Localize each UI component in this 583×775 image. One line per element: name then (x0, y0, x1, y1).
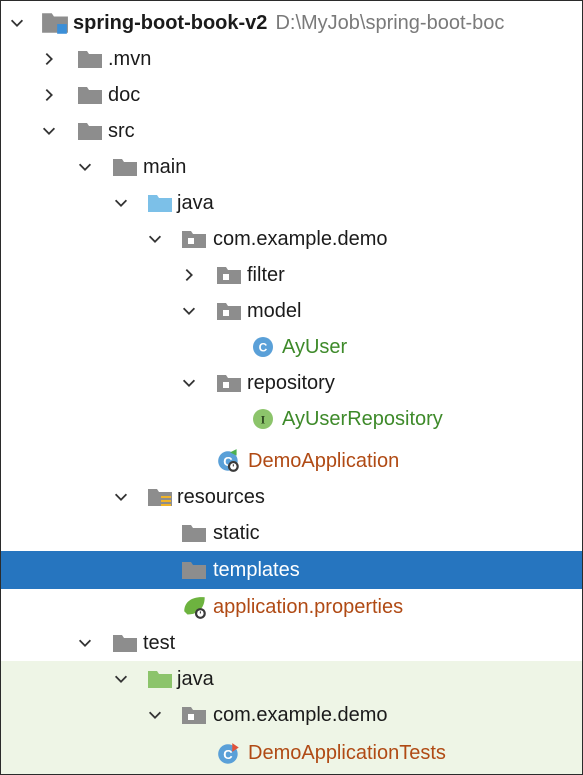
tree-row-ay-user[interactable]: C AyUser (1, 329, 582, 365)
tree-label-application-properties: application.properties (213, 595, 404, 618)
tree-label-test: test (143, 631, 176, 654)
tree-row-ay-user-repository[interactable]: I AyUserRepository (1, 401, 582, 437)
chevron-right-icon[interactable] (179, 265, 199, 285)
chevron-right-icon[interactable] (39, 85, 59, 105)
folder-icon (181, 522, 207, 544)
tree-label-resources: resources (177, 485, 265, 508)
resources-folder-icon (147, 486, 173, 508)
package-icon (181, 228, 207, 250)
package-icon (216, 372, 242, 394)
test-class-icon (216, 743, 242, 765)
spring-properties-icon (181, 596, 209, 618)
tree-row-filter[interactable]: filter (1, 257, 582, 293)
tree-row-repository[interactable]: repository (1, 365, 582, 401)
chevron-down-icon[interactable] (179, 301, 199, 321)
folder-icon (112, 632, 138, 654)
module-folder-icon (41, 12, 69, 34)
chevron-down-icon[interactable] (75, 157, 95, 177)
tree-label-test-java: java (177, 667, 214, 690)
chevron-down-icon[interactable] (145, 705, 165, 725)
tree-row-test[interactable]: test (1, 625, 582, 661)
tree-row-demo-application-tests[interactable]: DemoApplicationTests (1, 733, 582, 774)
tree-row-test-package[interactable]: com.example.demo (1, 697, 582, 733)
chevron-down-icon[interactable] (7, 13, 27, 33)
tree-label-main-package: com.example.demo (213, 227, 388, 250)
chevron-down-icon[interactable] (111, 193, 131, 213)
interface-badge: I (261, 413, 266, 427)
folder-icon (181, 559, 207, 581)
interface-icon: I (251, 408, 275, 430)
spring-boot-application-icon (216, 450, 242, 472)
test-source-folder-icon (147, 668, 173, 690)
class-icon: C (251, 336, 275, 358)
tree-label-src: src (108, 119, 135, 142)
package-icon (216, 264, 242, 286)
tree-row-main[interactable]: main (1, 149, 582, 185)
package-icon (181, 704, 207, 726)
tree-row-main-package[interactable]: com.example.demo (1, 221, 582, 257)
chevron-down-icon[interactable] (39, 121, 59, 141)
tree-label-filter: filter (247, 263, 285, 286)
source-folder-icon (147, 192, 173, 214)
class-badge: C (259, 341, 268, 355)
tree-row-demo-application[interactable]: DemoApplication (1, 443, 582, 479)
chevron-right-icon[interactable] (39, 49, 59, 69)
root-path: D:\MyJob\spring-boot-boc (275, 11, 505, 34)
chevron-down-icon[interactable] (111, 487, 131, 507)
folder-icon (77, 84, 103, 106)
tree-label-repository: repository (247, 371, 335, 394)
tree-row-doc[interactable]: doc (1, 77, 582, 113)
tree-row-model[interactable]: model (1, 293, 582, 329)
tree-row-src[interactable]: src (1, 113, 582, 149)
tree-label-demo-application-tests: DemoApplicationTests (248, 742, 446, 764)
tree-label-templates: templates (213, 558, 300, 581)
tree-label-ay-user-repository: AyUserRepository (282, 407, 443, 430)
chevron-down-icon[interactable] (145, 229, 165, 249)
tree-row-main-java[interactable]: java (1, 185, 582, 221)
tree-label-demo-application: DemoApplication (248, 449, 400, 472)
package-icon (216, 300, 242, 322)
root-name: spring-boot-book-v2 (73, 11, 268, 34)
tree-row-templates[interactable]: templates (1, 551, 582, 589)
tree-label-static: static (213, 521, 260, 544)
tree-row-mvn[interactable]: .mvn (1, 41, 582, 77)
tree-label-main: main (143, 155, 187, 178)
chevron-down-icon[interactable] (179, 373, 199, 393)
tree-row-test-java[interactable]: java (1, 661, 582, 697)
folder-icon (112, 156, 138, 178)
chevron-down-icon[interactable] (75, 633, 95, 653)
tree-row-application-properties[interactable]: application.properties (1, 589, 582, 625)
tree-label-main-java: java (177, 191, 214, 214)
folder-icon (77, 48, 103, 70)
tree-row-static[interactable]: static (1, 515, 582, 551)
tree-label-test-package: com.example.demo (213, 703, 388, 726)
tree-label-ay-user: AyUser (282, 335, 348, 358)
tree-label-mvn: .mvn (108, 47, 152, 70)
tree-row-root[interactable]: spring-boot-book-v2 D:\MyJob\spring-boot-… (1, 5, 582, 41)
chevron-down-icon[interactable] (111, 669, 131, 689)
tree-label-doc: doc (108, 83, 141, 106)
tree-row-resources[interactable]: resources (1, 479, 582, 515)
folder-icon (77, 120, 103, 142)
tree-label-model: model (247, 299, 302, 322)
